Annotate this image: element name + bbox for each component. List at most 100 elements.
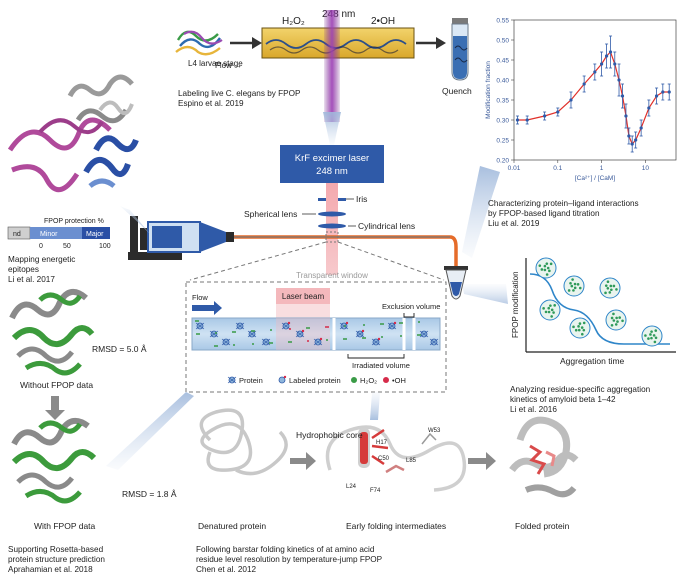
labeled-protein-icon [281, 321, 291, 330]
oh-dot-icon [327, 326, 329, 328]
arrow-right-icon [230, 37, 262, 49]
h2o2-dot-icon [380, 323, 382, 325]
with-fpop-label: With FPOP data [34, 521, 96, 531]
laser-title: KrF excimer laser [295, 153, 369, 164]
aggregate-dot [577, 325, 580, 328]
y-tick-label: 0.25 [496, 138, 509, 145]
aggregation-xlabel: Aggregation time [560, 356, 625, 366]
aggregate-dot [606, 287, 610, 290]
chart-xlabel: [Ca²⁺] / [CaM] [575, 175, 615, 182]
h2o2-dot-icon [253, 330, 255, 332]
h2o2-dot-icon [364, 337, 366, 339]
aggregate-dot [610, 323, 614, 327]
protection-title: FPOP protection % [44, 218, 104, 225]
data-point [617, 78, 621, 82]
labeled-protein-icon [387, 321, 397, 330]
aggregate-dot [582, 321, 586, 325]
caption-elegans-1: Labeling live C. elegans by FPOP [178, 89, 301, 98]
folded-label: Folded protein [515, 521, 570, 531]
data-point [525, 118, 529, 122]
data-point [543, 114, 547, 118]
protection-major-swatch [82, 227, 110, 239]
h2o2-dot-icon [269, 342, 271, 344]
h2o2-dot-icon [363, 324, 365, 326]
caption-epitope-1: Mapping energetic [8, 255, 75, 264]
denatured-protein-icon [199, 408, 288, 476]
aggregate-dot [654, 329, 658, 332]
h2o2-dot-icon [382, 323, 384, 325]
chart-frame [513, 19, 677, 161]
aggregate-dot [548, 269, 551, 273]
aggregate-dot [574, 328, 578, 332]
aggregate-dot [615, 316, 618, 320]
aggregate-bubbles [535, 257, 663, 347]
caption-aggregation-1: Analyzing residue-specific aggregation [510, 385, 651, 394]
larvae-label: L4 larvae stage [188, 59, 243, 68]
h2o2-dot-icon [197, 320, 199, 322]
data-point [627, 134, 631, 138]
residue-w53: W53 [428, 428, 441, 434]
aggregate-dot [649, 333, 652, 336]
laser-beam-box [276, 288, 330, 304]
y-tick-label: 0.45 [496, 58, 509, 65]
aggregate-dot [549, 262, 553, 266]
aggregate-dot [654, 336, 658, 340]
protection-minor-swatch [30, 227, 82, 239]
protein-icon [261, 338, 271, 346]
x-tick-label: 1 [600, 165, 604, 172]
syringe-pump-icon [128, 216, 234, 260]
without-fpop-label: Without FPOP data [20, 380, 93, 390]
data-point [556, 110, 560, 114]
data-point [647, 106, 651, 110]
h2o2-dot-icon [270, 329, 272, 331]
caption-folding-2: residue level resolution by temperature-… [196, 555, 383, 564]
h2o2-dot-icon [252, 343, 254, 345]
arrow-right-icon [290, 452, 316, 470]
caption-elegans-2: Espino et al. 2019 [178, 99, 244, 108]
h2o2-dot-icon [417, 334, 419, 336]
irradiated-volume-label: Irradiated volume [352, 361, 410, 370]
iris-icon [318, 198, 326, 201]
oh-dot-icon [307, 340, 309, 342]
aggregate-dot [606, 280, 610, 284]
laser-box [280, 145, 384, 183]
data-point [634, 138, 638, 142]
data-point [613, 62, 617, 66]
aggregate-dot [547, 310, 551, 314]
h2o2-dot-icon [306, 327, 308, 329]
legend-labeled-protein: Labeled protein [289, 376, 341, 385]
chart-ylabel: Modification fraction [485, 61, 492, 119]
protein-icon [195, 322, 205, 330]
x-tick-label: 0.01 [508, 165, 521, 172]
aggregate-dot [545, 262, 549, 265]
aggregate-dot [570, 284, 574, 288]
h2o2-dot-icon [251, 330, 253, 332]
aggregate-dot [604, 291, 607, 295]
oh-top-label: 2•OH [371, 16, 395, 27]
aggregate-dot [612, 312, 615, 316]
h2o2-dot-icon [345, 338, 347, 340]
residue-f74: F74 [370, 488, 381, 494]
aggregate-dot [618, 316, 621, 319]
residue-c50: C50 [378, 456, 390, 462]
aggregate-dot [543, 268, 547, 272]
aggregation-ylabel: FPOP modification [511, 271, 520, 338]
protein-structure-without [9, 289, 95, 376]
exclusion-volume-label: Exclusion volume [382, 302, 440, 311]
rmsd-without: RMSD = 5.0 Å [92, 344, 147, 354]
data-point [639, 126, 643, 130]
arrow-down-icon [45, 396, 65, 420]
aggregate-dot [610, 316, 614, 320]
h2o2-dot-icon [288, 341, 290, 343]
aggregate-dot [580, 326, 584, 329]
h2o2-dot-icon [234, 331, 236, 333]
y-tick-label: 0.20 [496, 158, 509, 165]
data-point [624, 114, 628, 118]
aggregate-dot [650, 330, 653, 333]
quench-vial-icon [451, 18, 469, 81]
y-tick-label: 0.30 [496, 118, 509, 125]
residue-l85: L85 [406, 458, 417, 464]
h2o2-dot-icon [233, 344, 235, 346]
